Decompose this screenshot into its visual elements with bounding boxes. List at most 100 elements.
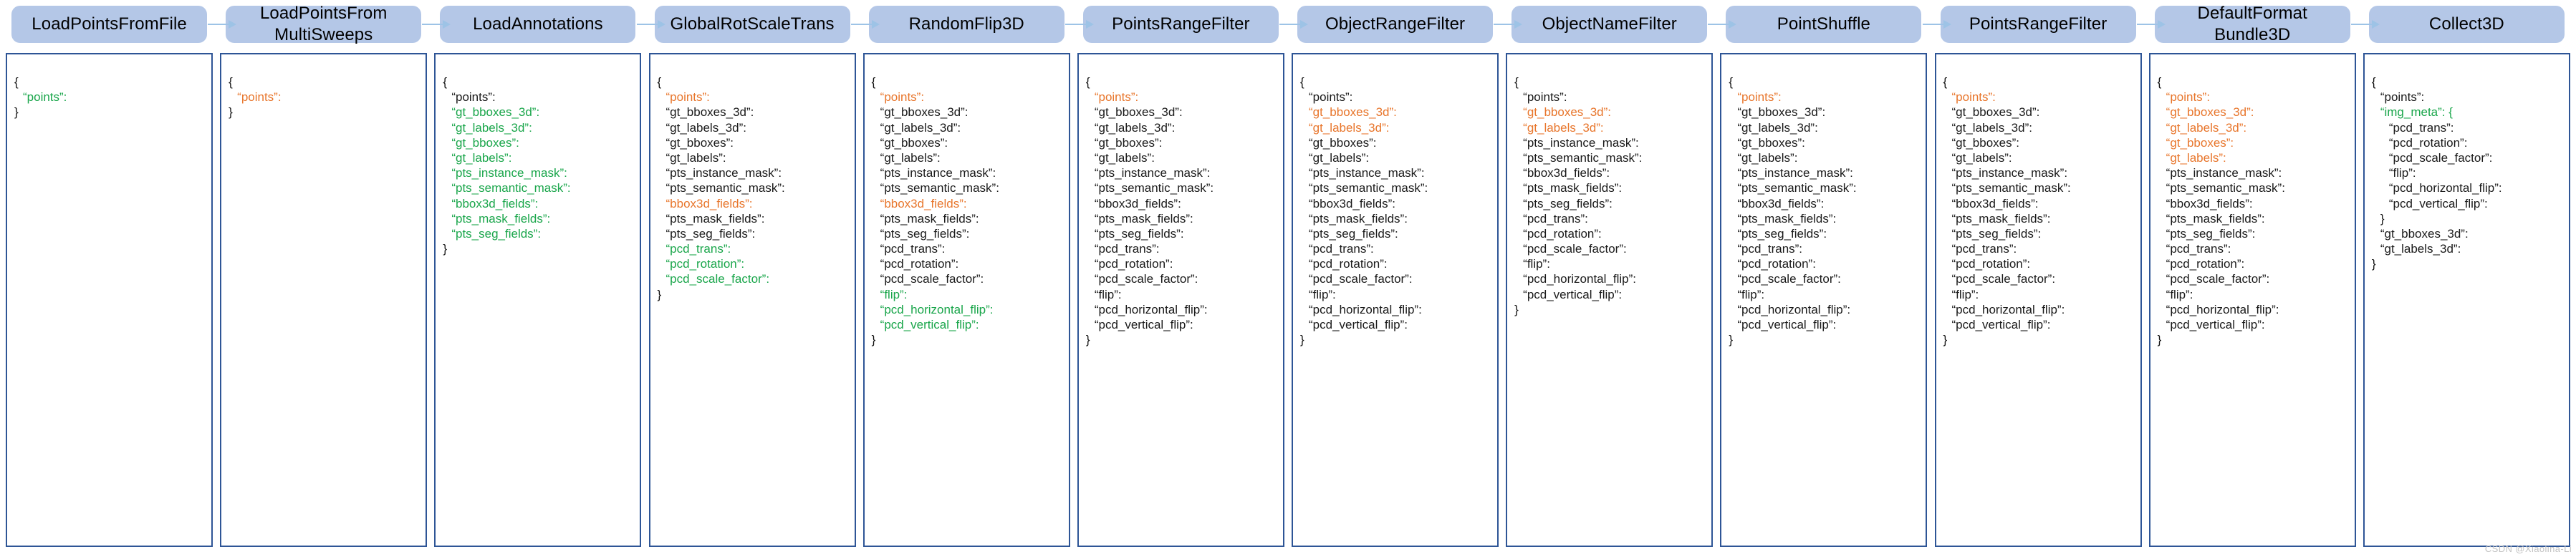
dict-line: } [443,242,448,256]
dict-line: “pcd_rotation”: [1737,257,1816,271]
dict-line: “gt_labels_3d”: [1094,120,1176,135]
dict-line: “points”: [1094,90,1139,105]
dict-line: “bbox3d_fields”: [1309,196,1395,210]
dict-line: { [443,75,448,89]
stage-object-name-filter-dict-code: {“points”:“gt_bboxes_3d”:“gt_labels_3d”:… [1514,74,1708,317]
stage-object-range-filter-dict-panel: {“points”:“gt_bboxes_3d”:“gt_labels_3d”:… [1292,53,1499,547]
dict-line: “pcd_vertical_flip”: [2388,196,2488,210]
dict-line: “pts_semantic_mask”: [1309,181,1428,195]
stage-points-range-filter-1-dict-code: { “points”:“gt_bboxes_3d”:“gt_labels_3d”:… [1086,74,1280,347]
dict-line: { [1300,75,1304,89]
dict-line: “pts_seg_fields”: [1737,226,1827,241]
dict-line: } [657,287,662,301]
dict-line: “pts_seg_fields”: [1951,226,2042,241]
stage-random-flip-3d-node[interactable]: RandomFlip3D [868,6,1064,43]
dict-line: “pcd_horizontal_flip”: [1309,302,1422,316]
dict-line: “pts_seg_fields”: [2166,226,2256,241]
dict-line: { [2371,75,2376,89]
dict-line: “flip”: [1309,287,1336,301]
arrow-head-icon [657,20,665,29]
dict-line: “gt_bboxes_3d”: [2380,226,2469,241]
dict-line: “pcd_scale_factor”: [1309,272,1413,286]
stage-load-annotations-node[interactable]: LoadAnnotations [440,6,636,43]
dict-line: “gt_labels_3d”: [880,120,961,135]
dict-line: “pts_semantic_mask”: [1094,181,1214,195]
dict-line: “pts_instance_mask”: [2166,166,2282,180]
dict-line: “pts_instance_mask”: [665,166,782,180]
stage-object-range-filter-dict-code: {“points”:“gt_bboxes_3d”:“gt_labels_3d”:… [1300,74,1494,347]
dict-line: “pcd_horizontal_flip”: [1951,302,2065,316]
stage-points-range-filter-1-dict-panel: { “points”:“gt_bboxes_3d”:“gt_labels_3d”:… [1077,53,1284,547]
dict-line: “pcd_horizontal_flip”: [880,302,994,316]
dict-line: { [1514,75,1519,89]
dict-line: “points”: [880,90,925,105]
dict-line: “gt_bboxes_3d”: [1737,105,1826,120]
dict-line: } [14,105,19,120]
arrow-stage-object-name-filter-to-stage-point-shuffle [1708,20,1737,29]
stage-default-format-bundle-3d-label: DefaultFormat Bundle3D [2197,4,2307,44]
dict-line: “pts_semantic_mask”: [1737,181,1857,195]
dict-line: “pts_mask_fields”: [1094,211,1193,226]
arrow-head-icon [1729,20,1737,29]
dict-line: “pcd_scale_factor”: [1737,272,1841,286]
dict-line: “gt_labels”: [1309,150,1370,165]
dict-line: “pts_seg_fields”: [665,226,756,241]
arrow-head-icon [1300,20,1308,29]
stage-load-points-from-file-dict-panel: {“points”:} [6,53,213,547]
dict-line: “gt_labels_3d”: [1951,120,2032,135]
dict-line: “pts_semantic_mask”: [451,181,571,195]
dict-line: “gt_bboxes”: [1951,135,2020,150]
stage-default-format-bundle-3d-node[interactable]: DefaultFormat Bundle3D [2154,4,2350,44]
dict-line: “gt_bboxes_3d”: [1094,105,1183,120]
stage-global-rot-scale-trans-node[interactable]: GlobalRotScaleTrans [654,6,850,43]
dict-line: “gt_bboxes”: [880,135,948,150]
dict-line: “img_meta”: { [2380,105,2453,120]
dict-line: “pts_semantic_mask”: [1523,150,1643,165]
dict-line: “gt_labels”: [1737,150,1798,165]
dict-line: “pts_instance_mask”: [1737,166,1853,180]
stage-load-points-from-multi-sweeps-dict-code: {“points”:} [229,74,423,120]
dict-line: { [657,75,662,89]
stage-load-points-from-multi-sweeps-node[interactable]: LoadPointsFrom MultiSweeps [226,4,422,44]
dict-line: “pcd_trans”: [2388,120,2454,135]
dict-line: { [1085,75,1090,89]
stage-object-range-filter-node[interactable]: ObjectRangeFilter [1297,6,1494,43]
dict-line: “flip”: [2166,287,2193,301]
dict-line: “pts_mask_fields”: [1523,181,1623,195]
dict-line: “points”: [2166,90,2211,105]
dict-line: “flip”: [2388,166,2416,180]
dict-line: “pts_seg_fields”: [880,226,970,241]
stage-random-flip-3d-dict-panel: {“points”:“gt_bboxes_3d”:“gt_labels_3d”:… [862,53,1070,547]
stage-random-flip-3d-label: RandomFlip3D [908,14,1024,34]
stage-collect-3d-node[interactable]: Collect3D [2368,6,2565,43]
dict-line: “gt_bboxes”: [1737,135,1805,150]
dict-line: } [871,333,876,347]
dict-line: “bbox3d_fields”: [880,196,967,210]
dict-line: “flip”: [1737,287,1765,301]
dict-line: “gt_labels_3d”: [665,120,746,135]
dict-line: } [1300,333,1304,347]
dict-line: } [2157,333,2162,347]
arrow-shaft [636,24,658,25]
dict-line: { [229,75,233,89]
stage-points-range-filter-2-node[interactable]: PointsRangeFilter [1940,6,2136,43]
arrow-shaft [2136,24,2158,25]
dict-line: “pcd_trans”: [1951,242,2017,256]
stage-object-name-filter-node[interactable]: ObjectNameFilter [1512,6,1708,43]
arrow-head-icon [229,20,237,29]
arrow-head-icon [1943,20,1951,29]
stage-load-annotations-label: LoadAnnotations [473,14,603,34]
arrow-stage-load-annotations-to-stage-global-rot-scale-trans [636,20,665,29]
dict-line: “pcd_scale_factor”: [1094,272,1198,286]
stage-load-points-from-file-node[interactable]: LoadPointsFromFile [11,6,208,43]
stage-point-shuffle-node[interactable]: PointShuffle [1726,6,1922,43]
arrow-stage-global-rot-scale-trans-to-stage-random-flip-3d [850,20,880,29]
dict-line: “pcd_horizontal_flip”: [1523,272,1636,286]
dict-line: “pts_instance_mask”: [880,166,996,180]
arrow-shaft [850,24,873,25]
dict-line: “bbox3d_fields”: [665,196,753,210]
dict-line: “bbox3d_fields”: [1094,196,1181,210]
dict-line: } [1729,333,1734,347]
stage-points-range-filter-1-node[interactable]: PointsRangeFilter [1082,6,1279,43]
dict-line: “pcd_horizontal_flip”: [2388,181,2502,195]
